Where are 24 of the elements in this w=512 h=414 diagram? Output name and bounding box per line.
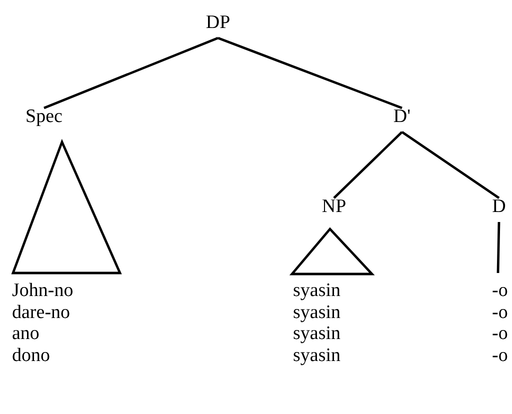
word-gloss: syasin (293, 302, 340, 324)
word-gloss: dare-no (12, 302, 70, 324)
word-gloss: syasin (293, 323, 340, 345)
word-gloss: John-no (12, 280, 74, 302)
word-gloss: -o (492, 344, 508, 366)
tree-branch-line (496, 222, 500, 274)
tree-node-label: NP (322, 196, 346, 218)
tree-node-label: Spec (26, 106, 62, 128)
word-gloss: syasin (293, 280, 340, 302)
triangle-shape (289, 227, 375, 276)
tree-branch-line (401, 131, 500, 199)
tree-node-label: D (492, 196, 506, 218)
word-gloss: syasin (293, 344, 340, 366)
word-gloss: -o (492, 302, 508, 324)
triangle-shape (11, 138, 122, 274)
word-gloss: -o (492, 280, 508, 302)
word-gloss: dono (12, 344, 50, 366)
tree-branch-line (44, 36, 218, 110)
word-gloss: -o (492, 323, 508, 345)
tree-branch-line (218, 36, 402, 110)
word-gloss: ano (12, 323, 40, 345)
tree-node-label: D' (393, 106, 411, 128)
tree-node-label: DP (206, 12, 230, 34)
tree-branch-line (333, 131, 403, 199)
